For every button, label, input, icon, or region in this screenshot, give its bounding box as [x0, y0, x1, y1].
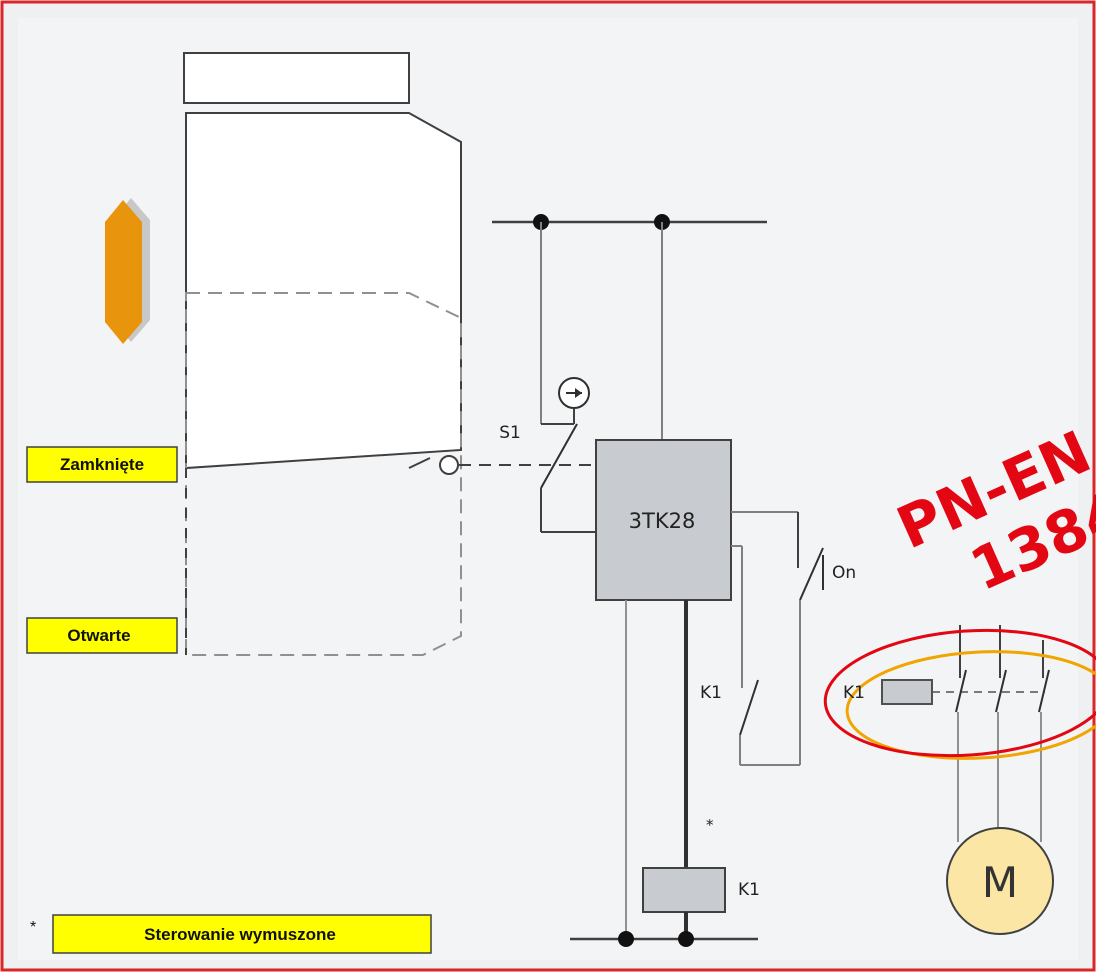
stamp-ellipse-red: [823, 628, 1096, 758]
hexagon-body: [105, 200, 142, 344]
label-relay: 3TK28: [629, 509, 696, 533]
label-k1-coil: K1: [738, 880, 760, 900]
label-closed-box: [26, 446, 178, 483]
motor-circuit: [881, 625, 1054, 935]
door-top-bar: [183, 52, 410, 104]
contactor-coil-k1: [642, 867, 726, 913]
label-motor: M: [982, 858, 1018, 907]
label-k1-contact: K1: [700, 683, 722, 703]
label-closed: Zamknięte: [60, 455, 144, 474]
stamp-ellipse-orange: [845, 650, 1096, 760]
label-forced: Sterowanie wymuszone: [144, 925, 336, 944]
top-bus: [492, 214, 767, 440]
bus-node: [618, 931, 634, 947]
label-open-box: [26, 617, 178, 654]
label-open: Otwarte: [67, 626, 130, 645]
relay-3tk28: [595, 439, 732, 601]
label-forced-marker: *: [30, 919, 36, 936]
roller-icon: [439, 455, 459, 475]
label-forced-box: [52, 914, 432, 954]
label-s1: S1: [499, 423, 521, 443]
label-asterisk: *: [706, 816, 714, 834]
bus-node: [678, 931, 694, 947]
door-closed-panel: [185, 112, 462, 470]
actuator-hexagon: [105, 198, 150, 344]
coil-circuit: [625, 600, 726, 932]
label-on: On: [832, 563, 856, 583]
switch-s1: [540, 377, 596, 533]
label-k1-motor: K1: [843, 683, 865, 703]
motor-contactor-coil: [881, 679, 933, 705]
on-circuit: [731, 511, 824, 766]
guard-door: [183, 52, 462, 656]
bottom-bus: [570, 882, 758, 947]
door-open-outline: [185, 292, 462, 656]
position-switch-link: [408, 455, 596, 475]
motor-symbol: [946, 827, 1054, 935]
